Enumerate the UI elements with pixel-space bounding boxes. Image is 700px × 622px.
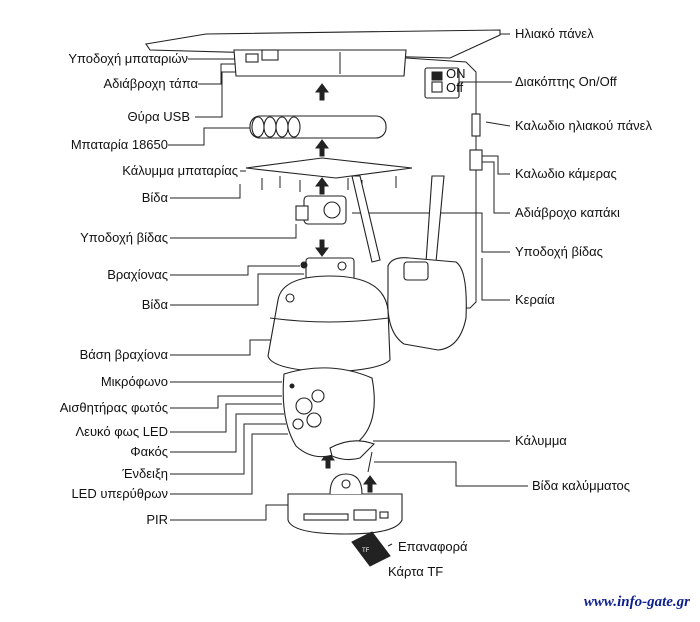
label-tf-card: Κάρτα TF — [388, 564, 443, 579]
battery-18650 — [249, 115, 387, 139]
label-arm-base: Βάση βραχίονα — [80, 347, 169, 362]
label-camera-cable: Καλωδιο κάμερας — [515, 166, 617, 181]
label-screw-mount-left: Υποδοχή βίδας — [80, 230, 168, 245]
left-labels: Υποδοχή μπαταριών Αδιάβροχη τάπα Θύρα US… — [60, 51, 238, 527]
label-antenna: Κεραία — [515, 292, 555, 307]
lens-cluster — [289, 383, 325, 430]
solar-panel — [145, 29, 501, 77]
switch-off-mark: Off — [446, 80, 463, 95]
label-usb-port: Θύρα USB — [128, 109, 190, 124]
label-reset: Επαναφορά — [398, 539, 468, 554]
label-pir: PIR — [146, 512, 168, 527]
battery-cover — [245, 157, 413, 192]
leader-lines — [168, 33, 528, 547]
label-white-led: Λευκό φως LED — [75, 424, 168, 439]
label-cover-screw: Βίδα καλύμματος — [532, 478, 630, 493]
label-arm: Βραχίονας — [107, 267, 168, 282]
cover-screws — [261, 176, 397, 192]
label-indicator: Ένδειξη — [121, 466, 168, 481]
label-screw-1: Βίδα — [142, 190, 169, 205]
screw-mount — [295, 195, 347, 225]
arm — [300, 257, 355, 281]
watermark: www.info-gate.gr — [584, 594, 690, 610]
antenna — [351, 175, 467, 351]
solar-cable — [405, 57, 483, 309]
label-light-sensor: Αισθητήρας φωτός — [60, 400, 168, 415]
right-labels: Ηλιακό πάνελ Διακόπτης On/Off Καλωδιο ηλ… — [515, 26, 652, 493]
label-battery-18650: Μπαταρία 18650 — [71, 137, 168, 152]
label-battery-cover: Κάλυμμα μπαταρίας — [122, 163, 238, 178]
camera-body — [267, 275, 391, 473]
pir-sd-module — [287, 473, 403, 535]
bottom-labels: Επαναφορά Κάρτα TF — [388, 539, 468, 579]
tf-card: TF — [351, 531, 391, 567]
label-lens: Φακός — [130, 444, 168, 459]
label-on-off-switch: Διακόπτης On/Off — [515, 74, 617, 89]
label-waterproof-plug: Αδιάβροχη τάπα — [104, 76, 199, 91]
on-off-switch: ON Off — [424, 66, 466, 99]
label-ir-led: LED υπερύθρων — [71, 486, 168, 501]
label-microphone: Μικρόφωνο — [101, 374, 168, 389]
label-waterproof-cap: Αδιάβροχο καπάκι — [515, 205, 620, 220]
label-screw-2: Βίδα — [142, 297, 169, 312]
svg-text:TF: TF — [362, 548, 370, 554]
label-cover: Κάλυμμα — [515, 433, 567, 448]
label-solar-cable: Καλωδιο ηλιακού πάνελ — [515, 118, 652, 133]
label-battery-holder: Υποδοχή μπαταριών — [68, 51, 188, 66]
switch-on-mark: ON — [446, 66, 466, 81]
label-screw-mount-right: Υποδοχή βίδας — [515, 244, 603, 259]
label-solar-panel: Ηλιακό πάνελ — [515, 26, 594, 41]
